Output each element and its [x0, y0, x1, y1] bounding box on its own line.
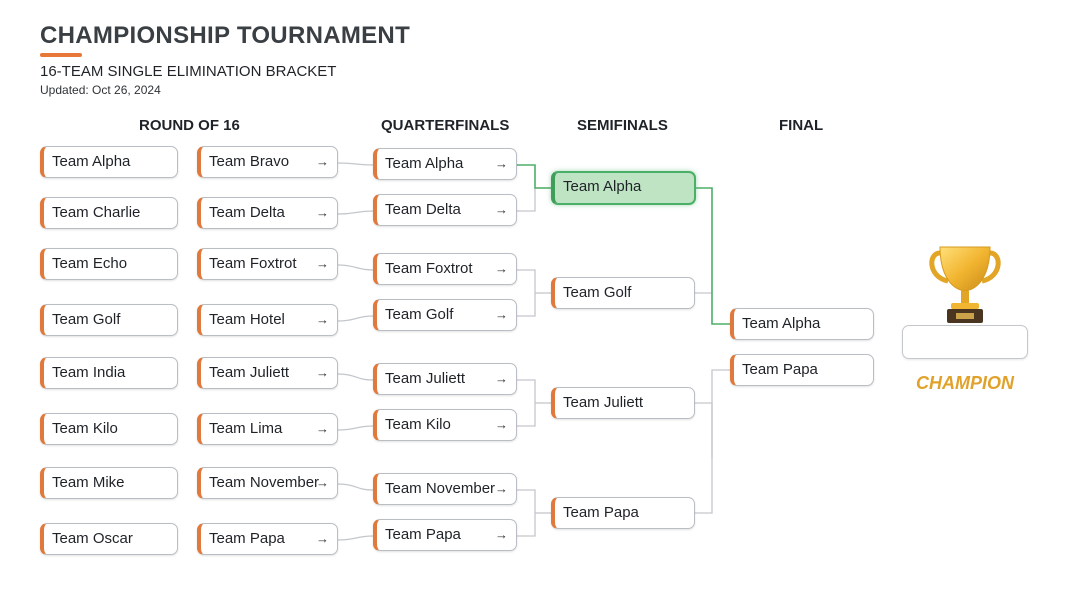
champion-label: CHAMPION [916, 373, 1014, 393]
team-name: Team Papa [742, 361, 818, 378]
final-slot-2[interactable]: Team Papa [730, 354, 874, 386]
team-name: Team November [385, 480, 496, 497]
sf-slot-3[interactable]: Team Juliett [551, 387, 695, 419]
r16-match5-home[interactable]: Team India [40, 357, 178, 389]
round-label-semifinals: SEMIFINALS [577, 117, 668, 134]
r16-match4-home[interactable]: Team Golf [40, 304, 178, 336]
arrow-right-icon: → [495, 156, 508, 171]
team-name: Team Papa [209, 530, 285, 547]
qf-slot-5[interactable]: Team Juliett → [373, 363, 517, 395]
arrow-right-icon: → [495, 527, 508, 542]
r16-match7-away[interactable]: Team November→ [197, 467, 338, 499]
team-name: Team Delta [385, 201, 461, 218]
champion-slot[interactable] [902, 325, 1028, 359]
page-subtitle: 16-TEAM SINGLE ELIMINATION BRACKET [40, 63, 337, 80]
team-name: Team Alpha [52, 153, 131, 170]
r16-match7-home[interactable]: Team Mike [40, 467, 178, 499]
qf-slot-1[interactable]: Team Alpha → [373, 148, 517, 180]
team-name: Team Papa [563, 504, 639, 521]
arrow-right-icon: → [316, 154, 329, 169]
team-name: Team Golf [52, 311, 121, 328]
r16-match8-home[interactable]: Team Oscar [40, 523, 178, 555]
team-name: Team India [52, 364, 126, 381]
round-label-round-of-16: ROUND OF 16 [139, 117, 240, 134]
team-name: Team Juliett [563, 394, 644, 411]
r16-match3-home[interactable]: Team Echo [40, 248, 178, 280]
arrow-right-icon: → [316, 365, 329, 380]
team-name: Team Juliett [209, 364, 290, 381]
team-name: Team Delta [209, 204, 285, 221]
team-name: Team Mike [52, 474, 125, 491]
arrow-right-icon: → [316, 475, 329, 490]
team-name: Team Juliett [385, 370, 466, 387]
arrow-right-icon: → [316, 531, 329, 546]
team-name: Team Kilo [52, 420, 118, 437]
sf-slot-4[interactable]: Team Papa [551, 497, 695, 529]
final-slot-1[interactable]: Team Alpha [730, 308, 874, 340]
sf-slot-2[interactable]: Team Golf [551, 277, 695, 309]
r16-match8-away[interactable]: Team Papa → [197, 523, 338, 555]
arrow-right-icon: → [495, 371, 508, 386]
r16-match1-away[interactable]: Team Bravo → [197, 146, 338, 178]
r16-match2-away[interactable]: Team Delta → [197, 197, 338, 229]
arrow-right-icon: → [495, 417, 508, 432]
r16-match3-away[interactable]: Team Foxtrot → [197, 248, 338, 280]
qf-slot-4[interactable]: Team Golf → [373, 299, 517, 331]
team-name: Team Charlie [52, 204, 141, 221]
arrow-right-icon: → [495, 307, 508, 322]
arrow-right-icon: → [316, 421, 329, 436]
r16-match6-home[interactable]: Team Kilo [40, 413, 178, 445]
team-name: Team Alpha [385, 155, 464, 172]
page-title: CHAMPIONSHIP TOURNAMENT [40, 22, 411, 49]
team-name: Team Alpha [563, 178, 642, 195]
arrow-right-icon: → [495, 202, 508, 217]
arrow-right-icon: → [316, 205, 329, 220]
arrow-right-icon: → [316, 312, 329, 327]
r16-match2-home[interactable]: Team Charlie [40, 197, 178, 229]
qf-slot-7[interactable]: Team November→ [373, 473, 517, 505]
team-name: Team Golf [385, 306, 454, 323]
team-name: Team Hotel [209, 311, 285, 328]
team-name: Team Foxtrot [209, 255, 297, 272]
qf-slot-8[interactable]: Team Papa → [373, 519, 517, 551]
team-name: Team Foxtrot [385, 260, 473, 277]
round-label-quarterfinals: QUARTERFINALS [381, 117, 510, 134]
sf-slot-1-winner[interactable]: Team Alpha [551, 171, 696, 205]
updated-timestamp: Updated: Oct 26, 2024 [40, 83, 161, 97]
r16-match4-away[interactable]: Team Hotel → [197, 304, 338, 336]
round-label-final: FINAL [779, 117, 824, 134]
team-name: Team Golf [563, 284, 632, 301]
title-underline [40, 53, 82, 57]
team-name: Team Lima [209, 420, 283, 437]
qf-slot-3[interactable]: Team Foxtrot → [373, 253, 517, 285]
team-name: Team Oscar [52, 530, 133, 547]
trophy-icon [929, 246, 1001, 323]
arrow-right-icon: → [495, 261, 508, 276]
arrow-right-icon: → [316, 256, 329, 271]
qf-slot-2[interactable]: Team Delta → [373, 194, 517, 226]
arrow-right-icon: → [495, 481, 508, 496]
team-name: Team November [209, 474, 320, 491]
team-name: Team Alpha [742, 315, 821, 332]
team-name: Team Papa [385, 526, 461, 543]
team-name: Team Bravo [209, 153, 290, 170]
r16-match6-away[interactable]: Team Lima → [197, 413, 338, 445]
team-name: Team Echo [52, 255, 128, 272]
team-name: Team Kilo [385, 416, 451, 433]
qf-slot-6[interactable]: Team Kilo → [373, 409, 517, 441]
r16-match5-away[interactable]: Team Juliett → [197, 357, 338, 389]
r16-match1-home[interactable]: Team Alpha [40, 146, 178, 178]
